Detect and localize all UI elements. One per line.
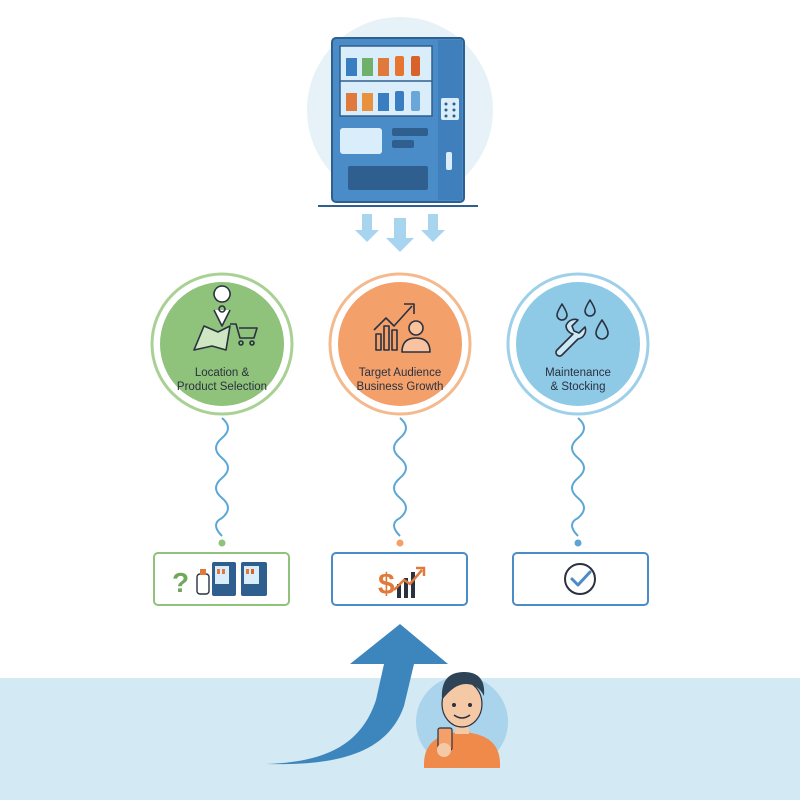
node-location-label: Location & Product Selection bbox=[157, 366, 287, 394]
question-bottle-machines-icon: ? bbox=[172, 562, 267, 598]
node-maintenance-circle bbox=[516, 282, 640, 406]
curved-up-arrow-icon bbox=[266, 624, 448, 765]
connector-audience bbox=[393, 417, 407, 537]
node-audience-label: Target Audience Business Growth bbox=[335, 366, 465, 394]
wrench-drops-icon bbox=[555, 299, 609, 357]
node-location-label-line-2: Product Selection bbox=[176, 381, 268, 393]
connector-dot-location bbox=[218, 539, 226, 547]
node-audience-label-line-2: Business Growth bbox=[356, 381, 444, 393]
node-audience-label-line-1: Target Audience bbox=[358, 367, 442, 379]
connector-dot-maintenance bbox=[574, 539, 582, 547]
map-cart-icon bbox=[193, 285, 258, 351]
connector-dot-audience bbox=[396, 539, 404, 547]
check-circle-icon bbox=[564, 563, 596, 595]
svg-text:?: ? bbox=[172, 567, 189, 598]
vending-machine-icon bbox=[318, 37, 478, 207]
connector-location bbox=[215, 417, 229, 537]
growth-person-icon bbox=[373, 303, 431, 353]
node-maintenance-label-line-2: & Stocking bbox=[550, 381, 606, 393]
node-location-label-line-1: Location & bbox=[194, 367, 250, 379]
dollar-growth-icon: $ bbox=[378, 566, 426, 601]
svg-text:$: $ bbox=[378, 568, 395, 601]
node-maintenance-label-line-1: Maintenance bbox=[545, 367, 611, 379]
down-arrows-icon bbox=[355, 214, 445, 252]
node-audience-circle bbox=[338, 282, 462, 406]
customer-avatar-icon bbox=[416, 672, 508, 768]
node-maintenance-label: Maintenance & Stocking bbox=[513, 366, 643, 394]
connector-maintenance bbox=[571, 417, 585, 537]
tile-audience bbox=[331, 552, 468, 606]
